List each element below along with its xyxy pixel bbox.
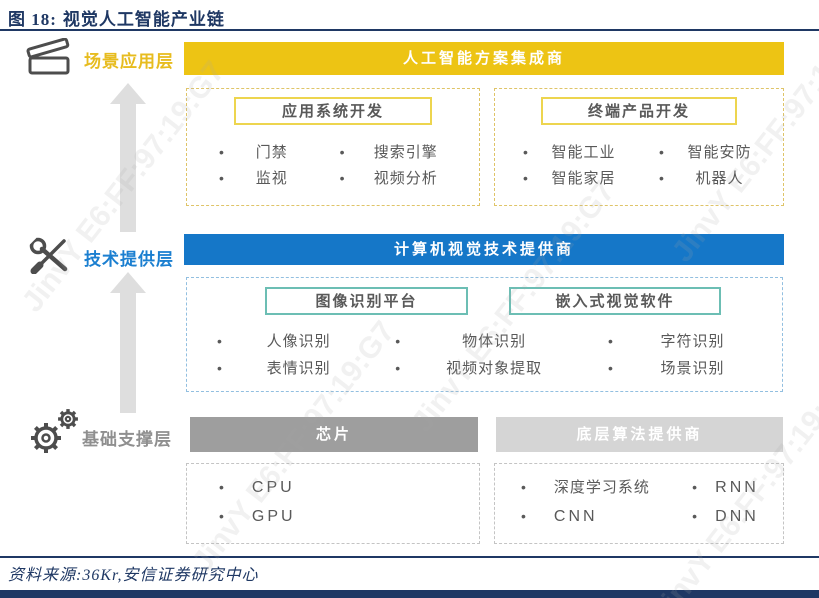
cv-technology-box: 图像识别平台 嵌入式视觉软件 人像识别 物体识别 字符识别 表情识别 视频对象提… [186,277,783,392]
image-recognition-platform-title: 图像识别平台 [265,287,468,315]
terminal-product-dev-title: 终端产品开发 [541,97,737,125]
bullet-item: 搜索引擎 [320,141,467,164]
terminal-product-items: 智能工业 智能安防 智能家居 机器人 [495,141,783,190]
bullet-item: 智能工业 [503,141,639,164]
bullet-item: 视频对象提取 [375,357,588,380]
bullet-item: GPU [199,505,467,528]
bullet-item: 人像识别 [197,330,375,353]
embedded-vision-software-title: 嵌入式视觉软件 [509,287,721,315]
chip-items: CPU GPU [187,476,479,528]
bullet-item: 表情识别 [197,357,375,380]
terminal-product-dev-box: 终端产品开发 智能工业 智能安防 智能家居 机器人 [494,88,784,206]
bullet-item: 物体识别 [375,330,588,353]
bullet-item: RNN [672,476,777,499]
chip-header-bar: 芯片 [190,417,478,452]
caption-rule [0,29,819,31]
bullet-item: 智能家居 [503,167,639,190]
bullet-item: 深度学习系统 [501,476,672,499]
bullet-item: CPU [199,476,467,499]
algorithm-items-box: 深度学习系统 RNN CNN DNN [494,463,784,544]
bullet-item: 监视 [199,167,320,190]
bullet-item: 场景识别 [588,357,772,380]
cv-provider-header-bar: 计算机视觉技术提供商 [184,234,784,265]
bullet-item: 智能安防 [639,141,775,164]
bullet-item: CNN [501,505,672,528]
bullet-item: 机器人 [639,167,775,190]
chip-items-box: CPU GPU [186,463,480,544]
layer-label-foundation: 基础支撑层 [82,430,172,449]
footer-rule [0,556,819,558]
algorithm-header-bar: 底层算法提供商 [496,417,783,452]
bullet-item: 门禁 [199,141,320,164]
bottom-bar [0,590,819,598]
up-arrow-foundation-to-tech [110,272,146,413]
page-title: 视觉人工智能产业链 [62,10,225,29]
layer-label-technology: 技术提供层 [84,250,174,269]
up-arrow-tech-to-scene [110,83,146,232]
figure-number: 图 18: [8,10,57,29]
integrator-header-bar: 人工智能方案集成商 [184,42,784,75]
app-system-dev-box: 应用系统开发 门禁 搜索引擎 监视 视频分析 [186,88,480,206]
algorithm-items: 深度学习系统 RNN CNN DNN [495,476,783,528]
bullet-item: 视频分析 [320,167,467,190]
crossed-tools-icon [28,236,72,274]
layer-label-scene-application: 场景应用层 [84,52,174,71]
clapperboard-icon [26,38,78,78]
bullet-item: DNN [672,505,777,528]
app-system-items: 门禁 搜索引擎 监视 视频分析 [187,141,479,190]
app-system-dev-title: 应用系统开发 [234,97,432,125]
cv-technology-items: 人像识别 物体识别 字符识别 表情识别 视频对象提取 场景识别 [187,330,782,380]
figure-caption: 图 18: 视觉人工智能产业链 [8,5,225,30]
bullet-item: 字符识别 [588,330,772,353]
gears-icon [26,408,80,456]
source-note: 资料来源:36Kr,安信证券研究中心 [8,567,259,584]
